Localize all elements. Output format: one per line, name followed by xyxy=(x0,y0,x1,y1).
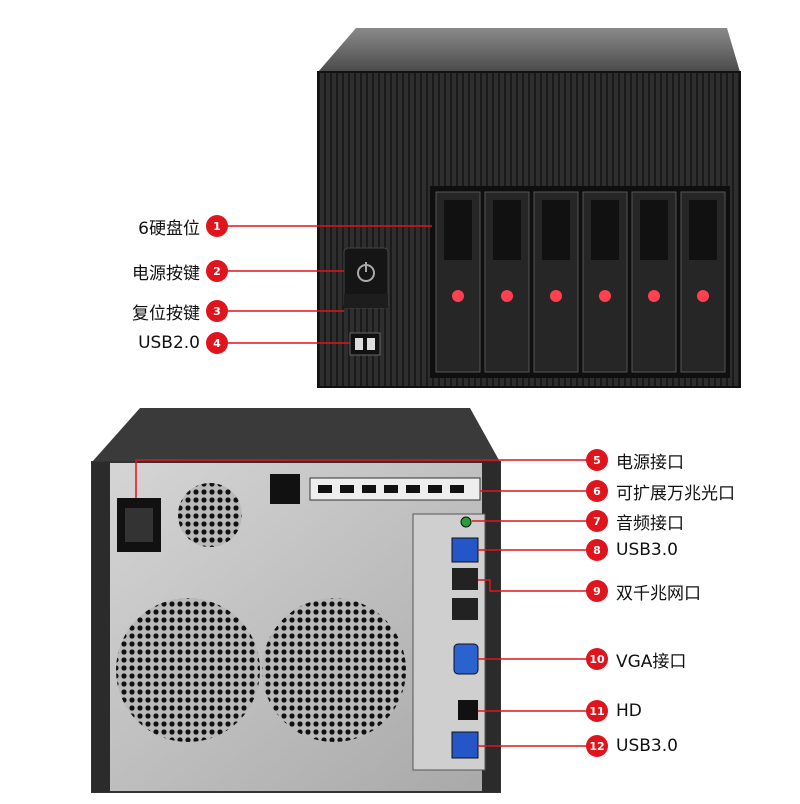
usb3-bottom-ports xyxy=(451,731,479,759)
callout-9: 9 双千兆网口 xyxy=(586,579,701,604)
tray-led xyxy=(599,290,611,302)
tray-led xyxy=(697,290,709,302)
usb2-ports xyxy=(349,332,381,356)
callout-label: VGA接口 xyxy=(616,651,687,672)
audio-jack xyxy=(460,516,472,528)
callout-number: 10 xyxy=(586,648,608,670)
callout-number: 3 xyxy=(206,300,228,322)
right-fan-grille xyxy=(262,598,406,742)
reset-button[interactable] xyxy=(344,294,388,308)
lan-port-1 xyxy=(452,568,478,590)
callout-number: 11 xyxy=(586,700,608,722)
callout-label: 音频接口 xyxy=(616,513,684,534)
callout-number: 1 xyxy=(206,215,228,237)
callout-label: 电源接口 xyxy=(616,452,684,473)
lan-port-2 xyxy=(452,598,478,620)
leader-lines xyxy=(135,225,588,747)
rear-top-panel xyxy=(92,408,500,462)
callout-12: 12 USB3.0 xyxy=(586,734,678,758)
left-fan-grille xyxy=(116,598,260,742)
slot-vent xyxy=(362,485,376,493)
callout-label: 双千兆网口 xyxy=(616,583,701,604)
callout-7: 7 音频接口 xyxy=(586,509,684,534)
callout-1: 6硬盘位 1 xyxy=(100,214,228,239)
slot-vent xyxy=(318,485,332,493)
callout-label: 电源按键 xyxy=(132,263,200,284)
small-fan-grille xyxy=(178,483,242,547)
tray-led xyxy=(550,290,562,302)
slot-vent xyxy=(406,485,420,493)
tray-handle xyxy=(542,200,570,260)
callout-number: 6 xyxy=(586,480,608,502)
slot-vent xyxy=(450,485,464,493)
callout-3: 复位按键 3 xyxy=(100,299,228,324)
usb3-top-ports xyxy=(451,537,479,563)
callout-number: 7 xyxy=(586,510,608,532)
rear-view xyxy=(91,408,501,793)
front-top-panel xyxy=(318,28,740,72)
callout-number: 2 xyxy=(206,260,228,282)
callout-label: 复位按键 xyxy=(132,303,200,324)
vga-port xyxy=(453,643,479,675)
tray-handle xyxy=(444,200,472,260)
tray-handle xyxy=(493,200,521,260)
hdmi-port xyxy=(458,700,478,720)
drive-tray[interactable] xyxy=(582,191,628,373)
tray-handle xyxy=(591,200,619,260)
callout-label: USB2.0 xyxy=(138,333,200,353)
callout-label: USB3.0 xyxy=(616,736,678,756)
slot-vent xyxy=(384,485,398,493)
callout-6: 6 可扩展万兆光口 xyxy=(586,479,735,504)
callout-label: 可扩展万兆光口 xyxy=(616,483,735,504)
callout-number: 8 xyxy=(586,539,608,561)
tray-handle xyxy=(640,200,668,260)
callout-number: 5 xyxy=(586,449,608,471)
callout-label: 6硬盘位 xyxy=(138,218,200,239)
callout-label: USB3.0 xyxy=(616,540,678,560)
tray-led xyxy=(648,290,660,302)
slot-vent xyxy=(340,485,354,493)
callout-8: 8 USB3.0 xyxy=(586,538,678,562)
callout-4: USB2.0 4 xyxy=(100,331,228,355)
callout-5: 5 电源接口 xyxy=(586,448,684,473)
tray-handle xyxy=(689,200,717,260)
callout-2: 电源按键 2 xyxy=(100,259,228,284)
tray-led xyxy=(501,290,513,302)
callout-number: 9 xyxy=(586,580,608,602)
callout-label: HD xyxy=(616,701,642,721)
callout-10: 10 VGA接口 xyxy=(586,647,687,672)
drive-tray[interactable] xyxy=(484,191,530,373)
callout-11: 11 HD xyxy=(586,699,642,723)
tray-led xyxy=(452,290,464,302)
front-view xyxy=(317,28,741,388)
slot-vent xyxy=(428,485,442,493)
callout-number: 4 xyxy=(206,332,228,354)
callout-number: 12 xyxy=(586,735,608,757)
